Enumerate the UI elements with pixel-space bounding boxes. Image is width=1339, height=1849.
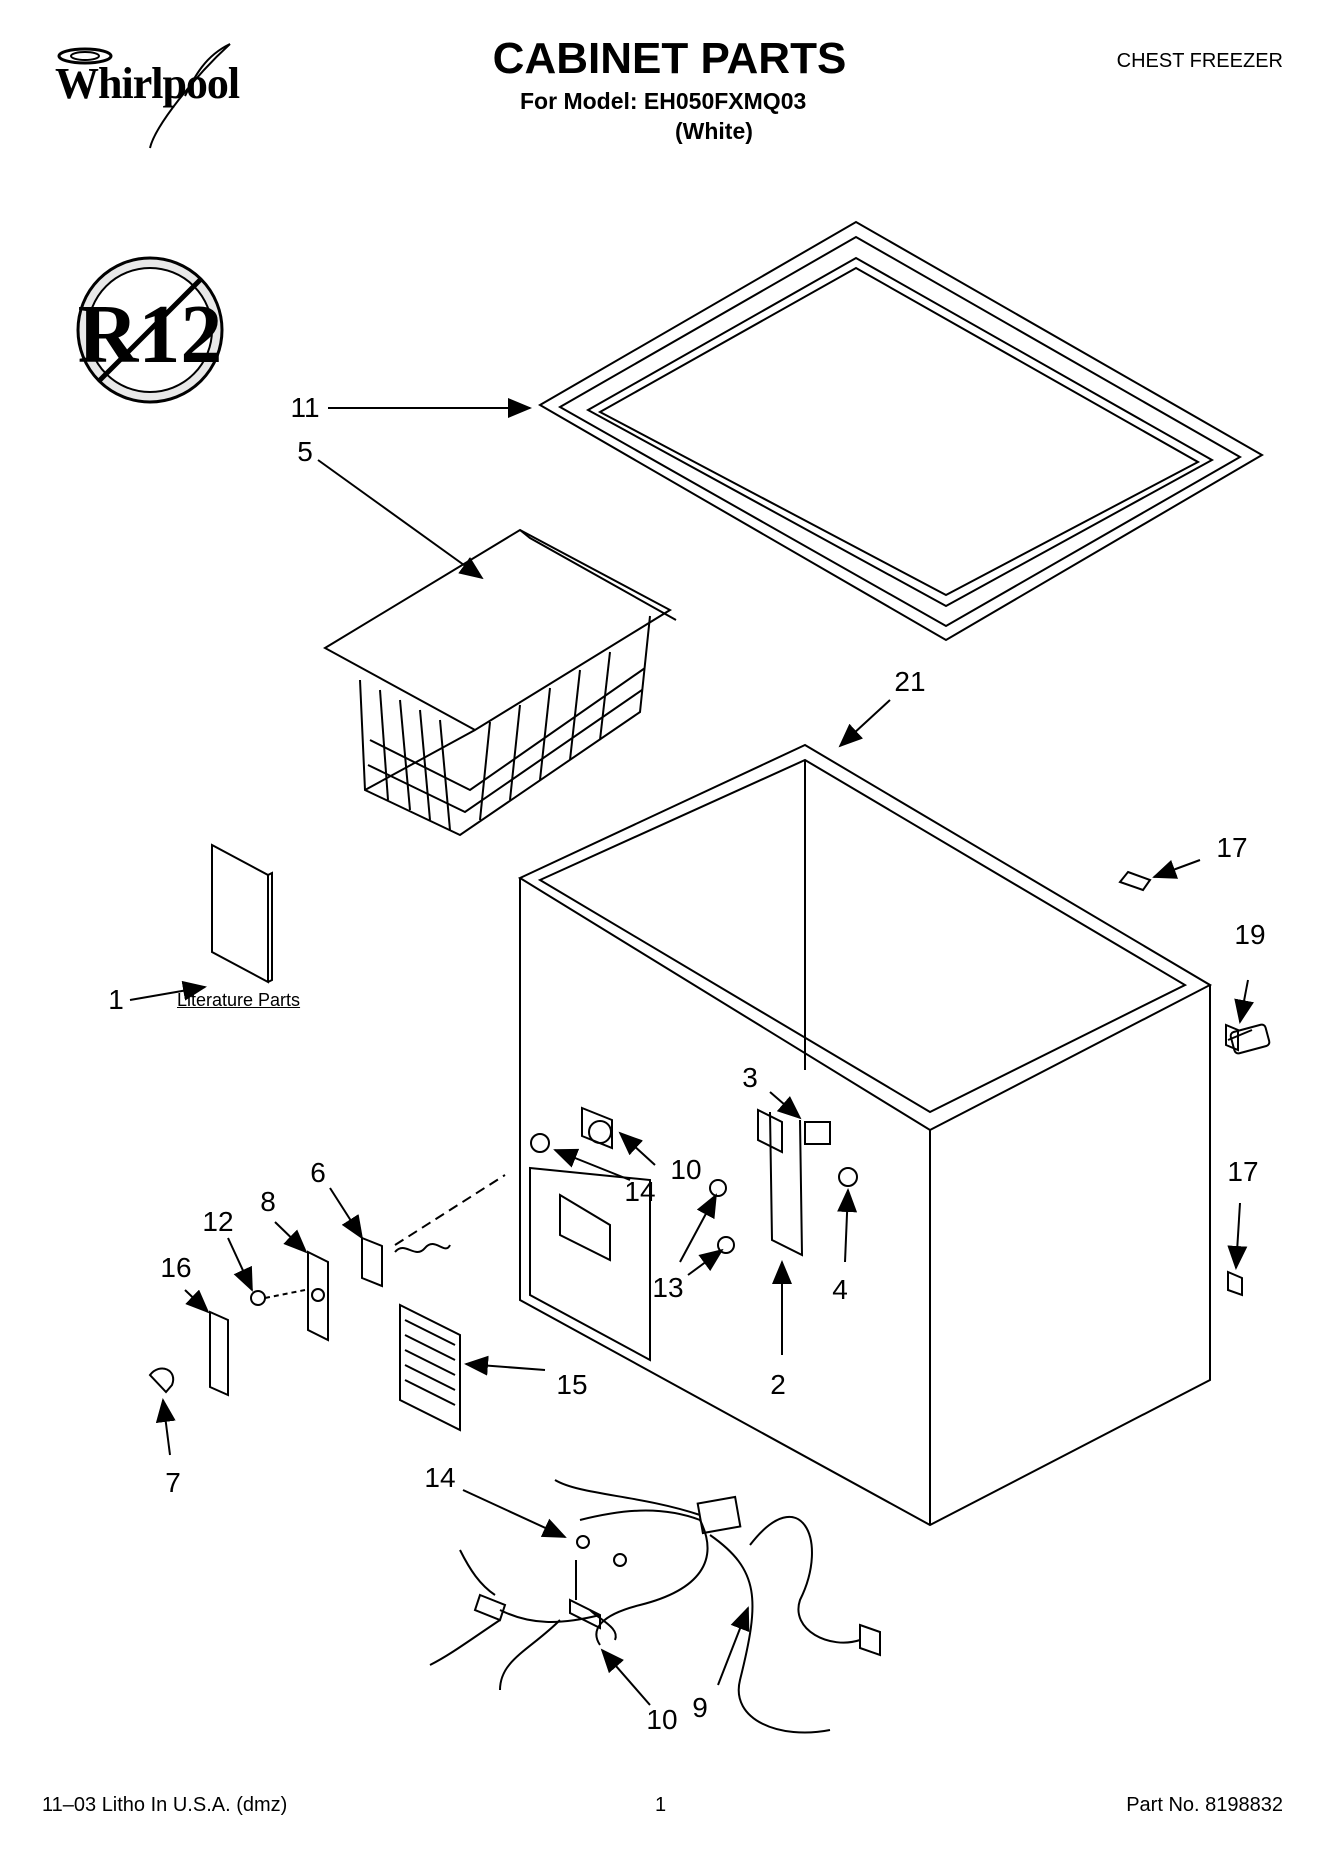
wire-harness (429, 1479, 881, 1734)
brand-name: Whirlpool (55, 59, 240, 108)
callout-3: 3 (742, 1062, 758, 1093)
leader-lines (129, 398, 1254, 1706)
literature-parts-label: Literature Parts (177, 990, 301, 1010)
callout-2: 2 (770, 1369, 786, 1400)
logo-swirl (57, 43, 231, 149)
whirlpool-logo: Whirlpool (55, 43, 240, 149)
cabinet (517, 743, 1213, 1527)
callout-14-bottom: 14 (424, 1462, 456, 1493)
callout-1: 1 (108, 984, 124, 1015)
callout-14-top: 14 (624, 1176, 656, 1207)
callout-9: 9 (692, 1692, 708, 1723)
wire-basket (322, 528, 677, 837)
footer-print-info: 11–03 Litho In U.S.A. (dmz) (42, 1794, 288, 1816)
small-parts (530, 870, 1271, 1297)
callout-4: 4 (832, 1274, 848, 1305)
footer-part-number: Part No. 8198832 (1126, 1794, 1283, 1816)
page-title: CABINET PARTS (492, 34, 847, 83)
callout-6: 6 (310, 1157, 326, 1188)
lid-gasket (538, 220, 1264, 642)
callout-17-bottom: 17 (1227, 1156, 1259, 1187)
callout-10-bottom: 10 (646, 1704, 678, 1735)
no-r12-badge: R12 (76, 256, 224, 404)
product-type: CHEST FREEZER (1116, 50, 1283, 72)
model-color: (White) (675, 118, 753, 144)
literature-booklet (211, 843, 273, 984)
callout-15: 15 (556, 1369, 588, 1400)
callout-5: 5 (297, 436, 313, 467)
callout-10-top: 10 (670, 1154, 702, 1185)
callout-21: 21 (894, 666, 926, 697)
callout-19: 19 (1234, 919, 1266, 950)
footer-page-number: 1 (655, 1794, 667, 1816)
callout-8: 8 (260, 1186, 276, 1217)
badge-label: R12 (78, 288, 223, 381)
control-parts (148, 1174, 506, 1432)
callout-11: 11 (290, 392, 320, 423)
callout-17-top: 17 (1216, 832, 1248, 863)
model-number: For Model: EH050FXMQ03 (520, 88, 807, 114)
callout-16: 16 (160, 1252, 192, 1283)
callout-12: 12 (202, 1206, 234, 1237)
callout-7: 7 (165, 1467, 181, 1498)
callout-13: 13 (652, 1272, 684, 1303)
